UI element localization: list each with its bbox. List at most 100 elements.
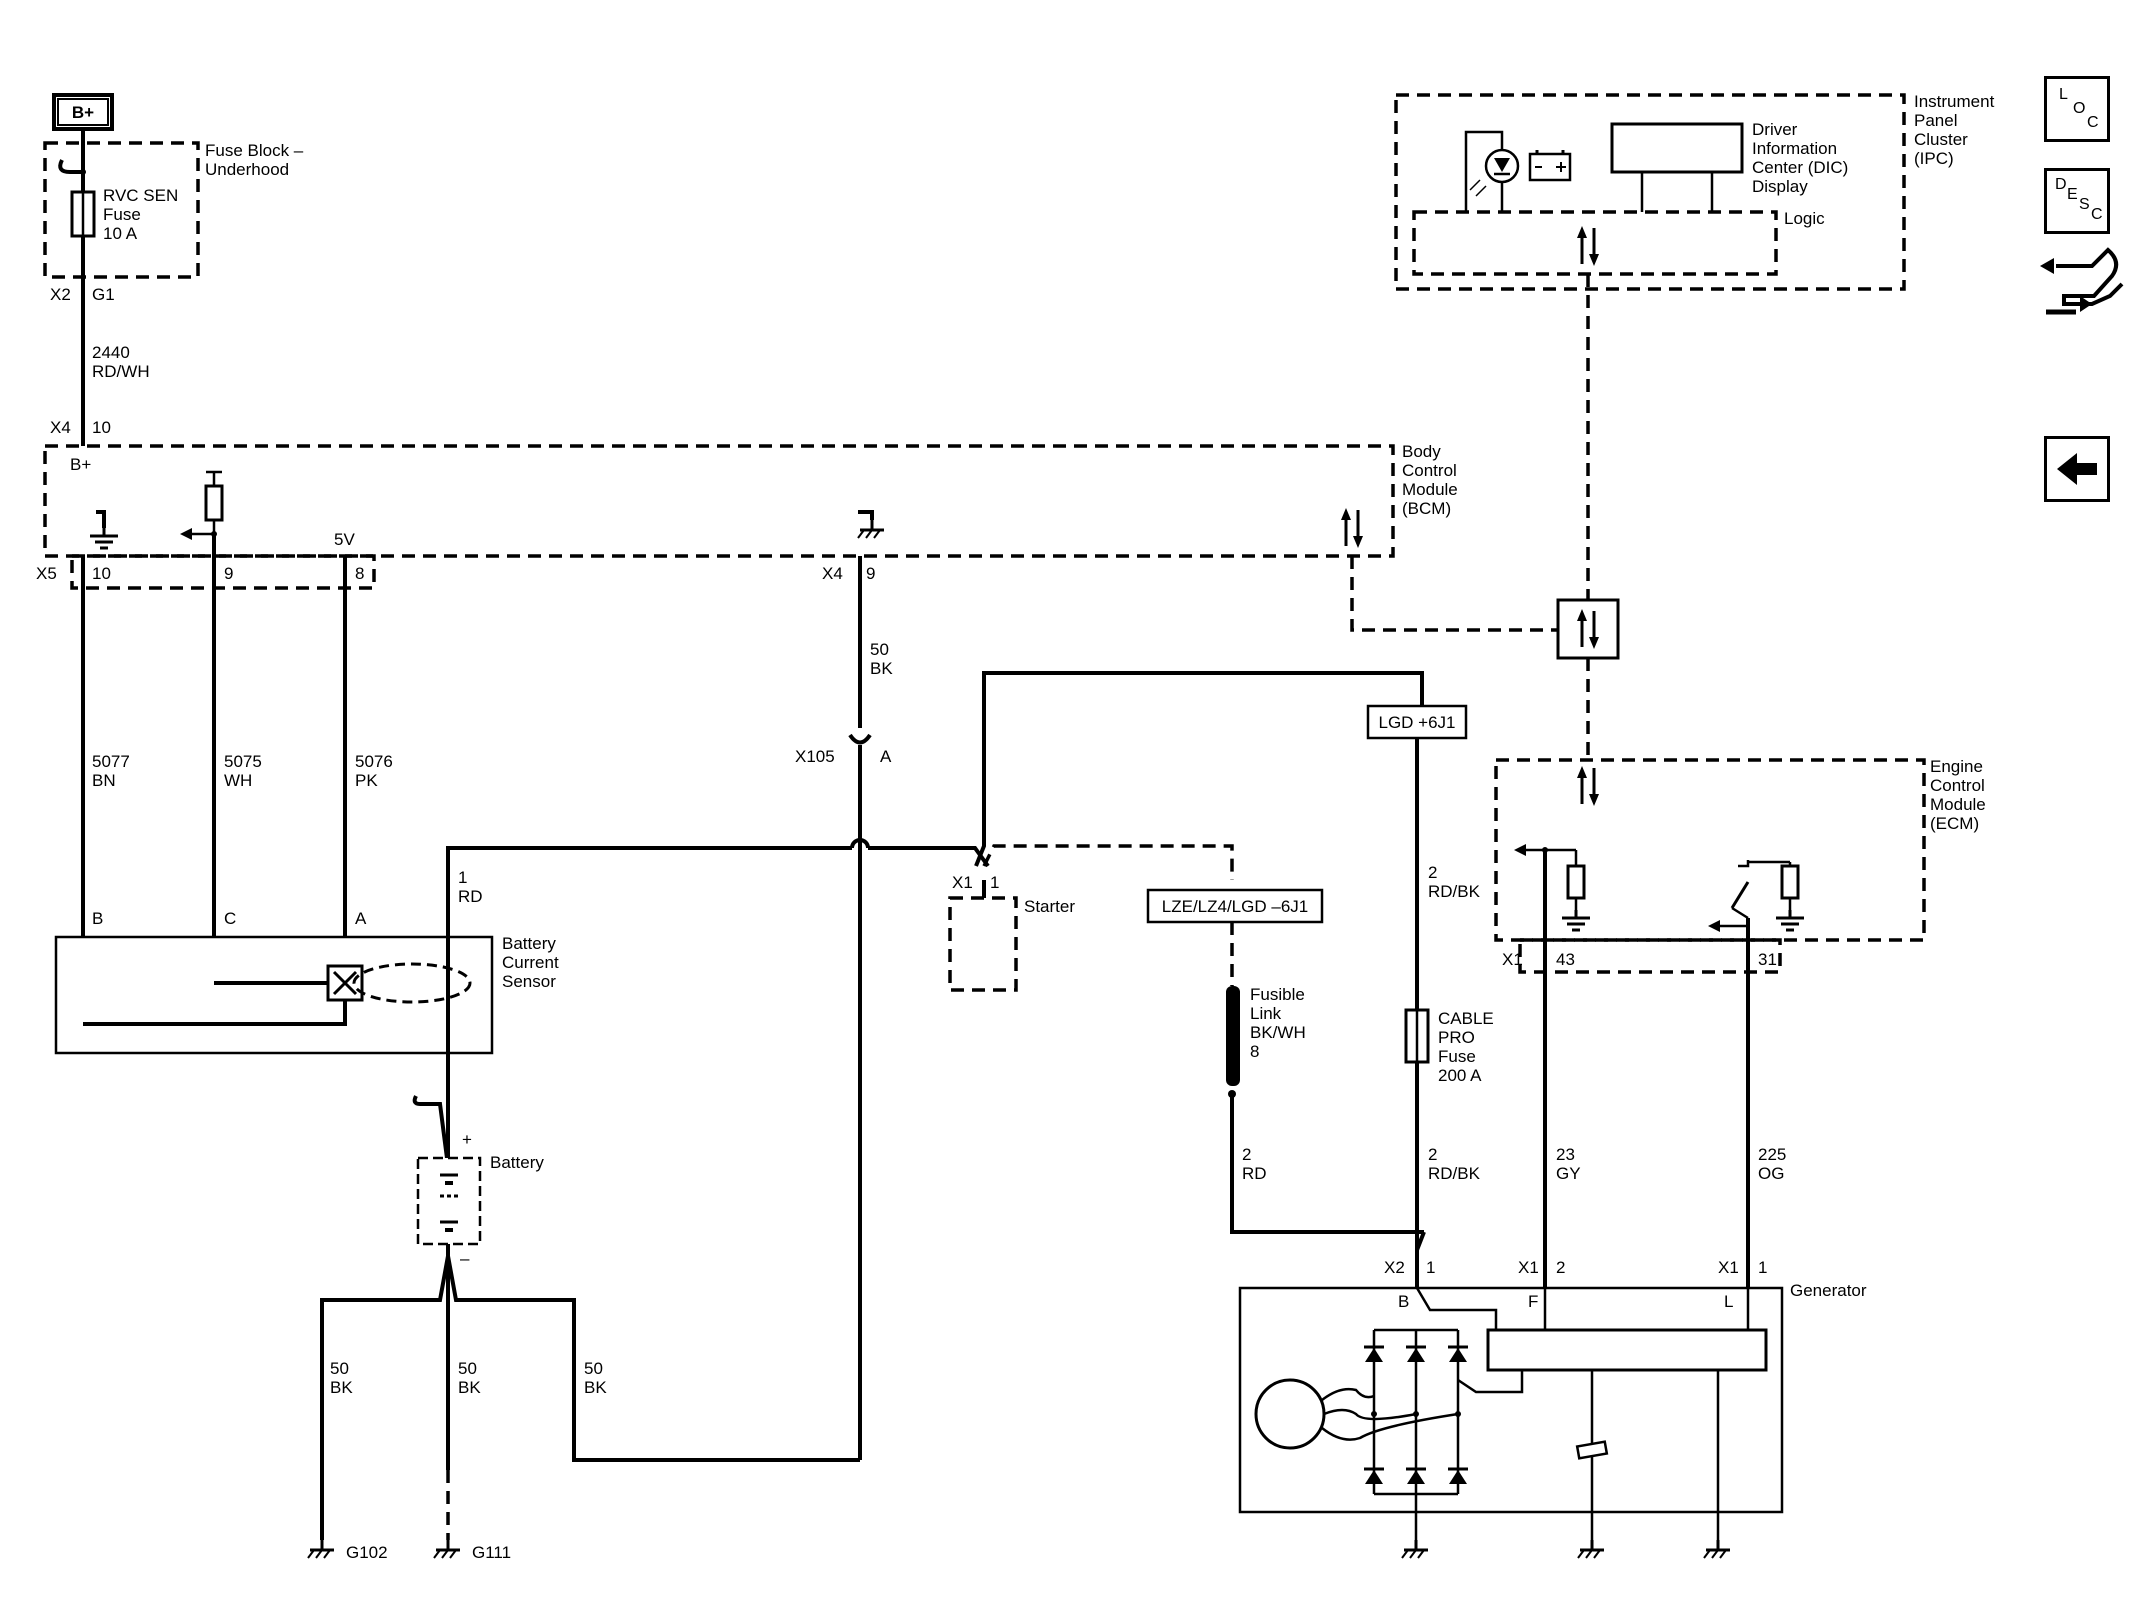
ground-g111-icon [432,1538,462,1560]
ecm-f-resistor [1566,864,1586,900]
svg-text:BK: BK [458,1378,481,1397]
svg-text:8: 8 [1250,1042,1259,1061]
ipc-logic-label: Logic [1784,209,1825,228]
location-button[interactable]: L O C [2044,76,2110,142]
ecm-x1-connector [1518,938,1782,974]
svg-text:(IPC): (IPC) [1914,149,1954,168]
svg-text:Module: Module [1402,480,1458,499]
svg-text:B+: B+ [70,455,91,474]
back-button[interactable] [2044,436,2110,502]
field-winding [1575,1440,1609,1460]
svg-text:1: 1 [1758,1258,1767,1277]
svg-text:BN: BN [92,771,116,790]
svg-text:Underhood: Underhood [205,160,289,179]
svg-text:1: 1 [990,873,999,892]
generator-label: Generator [1790,1281,1867,1300]
svg-text:X1: X1 [1502,950,1523,969]
svg-text:2: 2 [1556,1258,1565,1277]
wire-2-rdbk-bottom-circuit: 2 [1428,1145,1437,1164]
dic-display [1610,122,1744,174]
svg-text:200 A: 200 A [1438,1066,1482,1085]
wire-2440-circuit: 2440 [92,343,130,362]
option-lze-tag [1146,888,1324,924]
svg-text:X5: X5 [36,564,57,583]
battery-current-sensor-title: Battery [502,934,556,953]
wire-5075-circuit: 5075 [224,752,262,771]
connector-end-view-icon[interactable] [2040,247,2124,315]
wire-5077-circuit: 5077 [92,752,130,771]
fuse-block-outline [43,141,200,279]
svg-text:8: 8 [355,564,364,583]
svg-text:10: 10 [92,418,111,437]
serial-data-gateway [1556,598,1620,660]
wire-23-circuit: 23 [1556,1145,1575,1164]
svg-text:X2: X2 [1384,1258,1405,1277]
splice-x105: X105 [795,747,835,766]
svg-text:(BCM): (BCM) [1402,499,1451,518]
bplus-tag-label: B+ [72,103,94,122]
svg-text:Sensor: Sensor [502,972,556,991]
bcm-chassis-ground-icon [856,518,886,540]
svg-text:9: 9 [866,564,875,583]
svg-text:X1: X1 [1518,1258,1539,1277]
ground-g102-label: G102 [346,1543,388,1562]
svg-text:Information: Information [1752,139,1837,158]
svg-text:OG: OG [1758,1164,1784,1183]
voltage-regulator [1486,1328,1768,1372]
ipc-logic-block [1412,210,1778,276]
svg-text:(ECM): (ECM) [1930,814,1979,833]
svg-text:GY: GY [1556,1164,1581,1183]
svg-text:Current: Current [502,953,559,972]
svg-text:PRO: PRO [1438,1028,1475,1047]
ecm-l-switch [1730,881,1750,909]
svg-text:L: L [1724,1292,1733,1311]
svg-text:Cluster: Cluster [1914,130,1968,149]
starter [948,896,1018,992]
svg-text:PK: PK [355,771,378,790]
svg-text:10: 10 [92,564,111,583]
bcm-serial-data-icon [1339,506,1365,550]
ecm-l-ground-icon [1774,908,1806,932]
bcm-ground-icon [88,526,120,550]
battery-label: Battery [490,1153,544,1172]
rotor-icon [1254,1378,1326,1450]
svg-text:10 A: 10 A [103,224,138,243]
fusible-link-label: Fusible [1250,985,1305,1004]
wire-50-g102-circuit: 50 [330,1359,349,1378]
wire-50-top-circuit: 50 [870,640,889,659]
ipc-serial-data-icon [1575,224,1601,268]
bcm-pullup-resistor [204,484,224,522]
svg-text:Display: Display [1752,177,1808,196]
ecm-serial-data-icon [1575,764,1601,808]
bcm-input-arrow-icon [180,528,192,540]
wire-225-circuit: 225 [1758,1145,1786,1164]
svg-text:B: B [1398,1292,1409,1311]
rvc-sen-fuse-label: RVC SEN [103,186,178,205]
wire-2440-color: RD/WH [92,362,150,381]
description-button[interactable]: D E S C [2044,168,2110,234]
wire-2-rd-circuit: 2 [1242,1145,1251,1164]
svg-text:5V: 5V [334,530,355,549]
battery-current-sensor [54,935,494,1055]
svg-text:Fuse: Fuse [103,205,141,224]
svg-text:Control: Control [1402,461,1457,480]
svg-text:Fuse: Fuse [1438,1047,1476,1066]
svg-text:LZE/LZ4/LGD –6J1: LZE/LZ4/LGD –6J1 [1162,897,1308,916]
svg-text:F: F [1528,1292,1538,1311]
cable-pro-fuse-label: CABLE [1438,1009,1494,1028]
ipc-title: Instrument [1914,92,1995,111]
svg-text:X2: X2 [50,285,71,304]
wire-2-rdbk-top-circuit: 2 [1428,863,1437,882]
bcm-x5-connector [70,554,376,590]
current-sense-loop [352,962,472,1004]
wire-50-g111-circuit: 50 [458,1359,477,1378]
ecm-f-ground-icon [1560,908,1592,932]
ecm-l-resistor [1780,864,1800,900]
wire-1-circuit: 1 [458,868,467,887]
svg-text:BK: BK [584,1378,607,1397]
svg-text:BK: BK [330,1378,353,1397]
svg-text:Link: Link [1250,1004,1282,1023]
svg-text:C: C [224,909,236,928]
svg-text:G1: G1 [92,285,115,304]
